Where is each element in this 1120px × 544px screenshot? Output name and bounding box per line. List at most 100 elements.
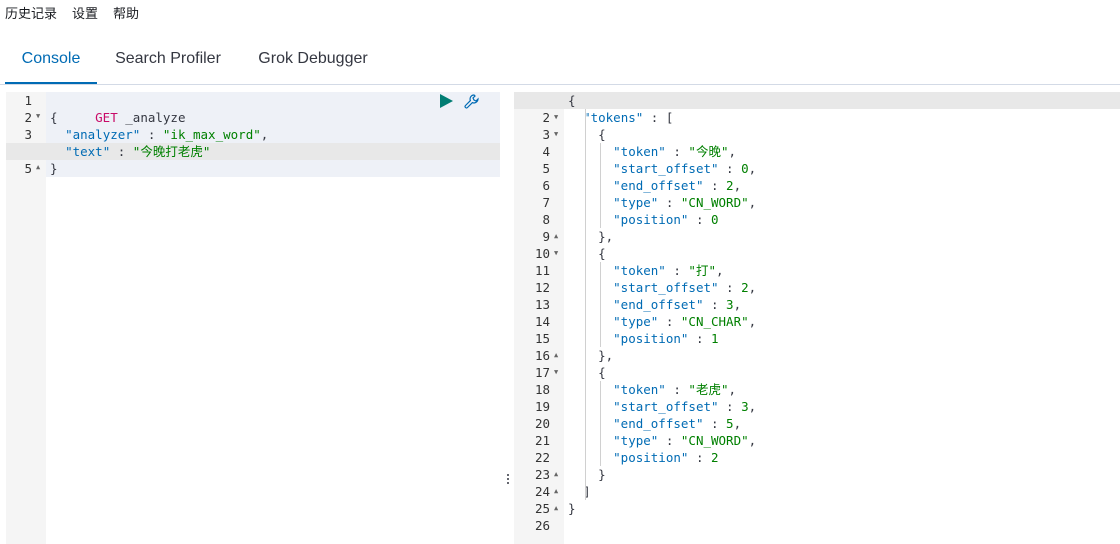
indent-guide [600, 262, 602, 347]
json-close-brace: } [568, 501, 576, 516]
token-value: "今晚" [688, 144, 729, 159]
line-number: 11 [534, 263, 550, 278]
start-offset-value: 0 [741, 161, 749, 176]
type-line: "type" : "CN_WORD", [613, 433, 757, 448]
wrench-icon[interactable] [464, 94, 480, 113]
start-offset-line: "start_offset" : 2, [613, 280, 757, 295]
tab-grok-debugger[interactable]: Grok Debugger [258, 50, 368, 67]
fold-close-icon[interactable]: ▲ [36, 163, 41, 171]
vertical-dots-icon[interactable] [507, 474, 510, 486]
line-number: 4 [542, 144, 550, 159]
end-offset-line: "end_offset" : 5, [613, 416, 742, 431]
text-key: "text" [65, 144, 111, 159]
start-offset-line: "start_offset" : 3, [613, 399, 757, 414]
line-number: 13 [534, 297, 550, 312]
json-open-brace: { [568, 93, 576, 108]
position-line: "position" : 2 [613, 450, 719, 465]
line-number: 17 [534, 365, 550, 380]
fold-close-icon[interactable]: ▲ [554, 470, 559, 478]
token-open-brace: { [598, 365, 606, 380]
type-value: "CN_CHAR" [680, 314, 749, 329]
fold-close-icon[interactable]: ▲ [554, 504, 559, 512]
end-offset-value: 2 [726, 178, 734, 193]
line-number: 5 [24, 161, 32, 176]
position-value: 2 [711, 450, 719, 465]
line-number: 19 [534, 399, 550, 414]
start-offset-value: 2 [741, 280, 749, 295]
indent-guide [600, 381, 602, 466]
fold-open-icon[interactable]: ▼ [36, 112, 41, 120]
line-number: 25 [534, 501, 550, 516]
active-line [514, 92, 1120, 109]
token-close-brace: }, [598, 348, 614, 363]
line-number: 14 [534, 314, 550, 329]
line-number: 23 [534, 467, 550, 482]
menu-history[interactable]: 历史记录 [5, 6, 58, 22]
line-number: 1 [24, 93, 32, 108]
line-number: 2 [24, 110, 32, 125]
line-number: 3 [542, 127, 550, 142]
type-line: "type" : "CN_CHAR", [613, 314, 757, 329]
end-offset-line: "end_offset" : 2, [613, 178, 742, 193]
fold-close-icon[interactable]: ▲ [554, 351, 559, 359]
line-number: 15 [534, 331, 550, 346]
analyzer-key: "analyzer" [65, 127, 141, 142]
response-gutter: 1▼2▼3▼456789▲10▼111213141516▲17▼18192021… [514, 92, 564, 544]
fold-open-icon[interactable]: ▼ [554, 130, 559, 138]
line-number: 3 [24, 127, 32, 142]
line-number: 10 [534, 246, 550, 261]
request-editor[interactable]: 1 2 ▼ 3 4 5 ▲ GET _analyze { "analyzer" … [6, 92, 500, 544]
line-number: 26 [534, 518, 550, 533]
position-line: "position" : 1 [613, 331, 719, 346]
line-number: 5 [542, 161, 550, 176]
top-menu: 历史记录 设置 帮助 [0, 0, 149, 24]
menu-settings[interactable]: 设置 [72, 6, 99, 22]
token-close-brace: }, [598, 229, 614, 244]
fold-open-icon[interactable]: ▼ [554, 249, 559, 257]
line-number: 21 [534, 433, 550, 448]
fold-close-icon[interactable]: ▲ [554, 232, 559, 240]
token-value: "老虎" [688, 382, 729, 397]
end-offset-value: 3 [726, 297, 734, 312]
line-number: 20 [534, 416, 550, 431]
line-number: 24 [534, 484, 550, 499]
line-number: 8 [542, 212, 550, 227]
fold-open-icon[interactable]: ▼ [554, 368, 559, 376]
line-number: 6 [542, 178, 550, 193]
tokens-line: "tokens" : [ [583, 110, 674, 125]
menu-help[interactable]: 帮助 [113, 6, 140, 22]
line-number: 9 [542, 229, 550, 244]
text-value: "今晚打老虎" [132, 144, 211, 159]
line-number: 2 [542, 110, 550, 125]
open-brace: { [50, 110, 58, 125]
position-value: 1 [711, 331, 719, 346]
position-line: "position" : 0 [613, 212, 719, 227]
response-output[interactable]: 1▼2▼3▼456789▲10▼111213141516▲17▼18192021… [514, 92, 1120, 544]
end-offset-value: 5 [726, 416, 734, 431]
play-icon[interactable] [439, 94, 453, 111]
tab-console[interactable]: Console [5, 40, 97, 84]
fold-open-icon[interactable]: ▼ [554, 113, 559, 121]
token-line: "token" : "今晚", [613, 144, 737, 159]
start-offset-value: 3 [741, 399, 749, 414]
start-offset-line: "start_offset" : 0, [613, 161, 757, 176]
request-code[interactable]: GET _analyze { "analyzer" : "ik_max_word… [6, 92, 500, 544]
tab-search-profiler[interactable]: Search Profiler [115, 50, 221, 67]
token-line: "token" : "打", [613, 263, 724, 278]
response-code: { "tokens" : [ { "token" : "今晚", "start_… [514, 92, 1120, 544]
line-number: 22 [534, 450, 550, 465]
line-number: 18 [534, 382, 550, 397]
line-number: 12 [534, 280, 550, 295]
indent-guide [585, 109, 587, 500]
line-number: 7 [542, 195, 550, 210]
tokens-key: "tokens" [583, 110, 644, 125]
type-value: "CN_WORD" [680, 195, 749, 210]
request-path: _analyze [125, 110, 186, 125]
dev-tools-tabs: Console Search Profiler Grok Debugger [0, 40, 1120, 85]
active-line [6, 143, 500, 160]
token-value: "打" [688, 263, 716, 278]
fold-close-icon[interactable]: ▲ [554, 487, 559, 495]
request-line-method: GET _analyze [50, 92, 185, 125]
position-value: 0 [711, 212, 719, 227]
token-close-brace: } [598, 467, 606, 482]
